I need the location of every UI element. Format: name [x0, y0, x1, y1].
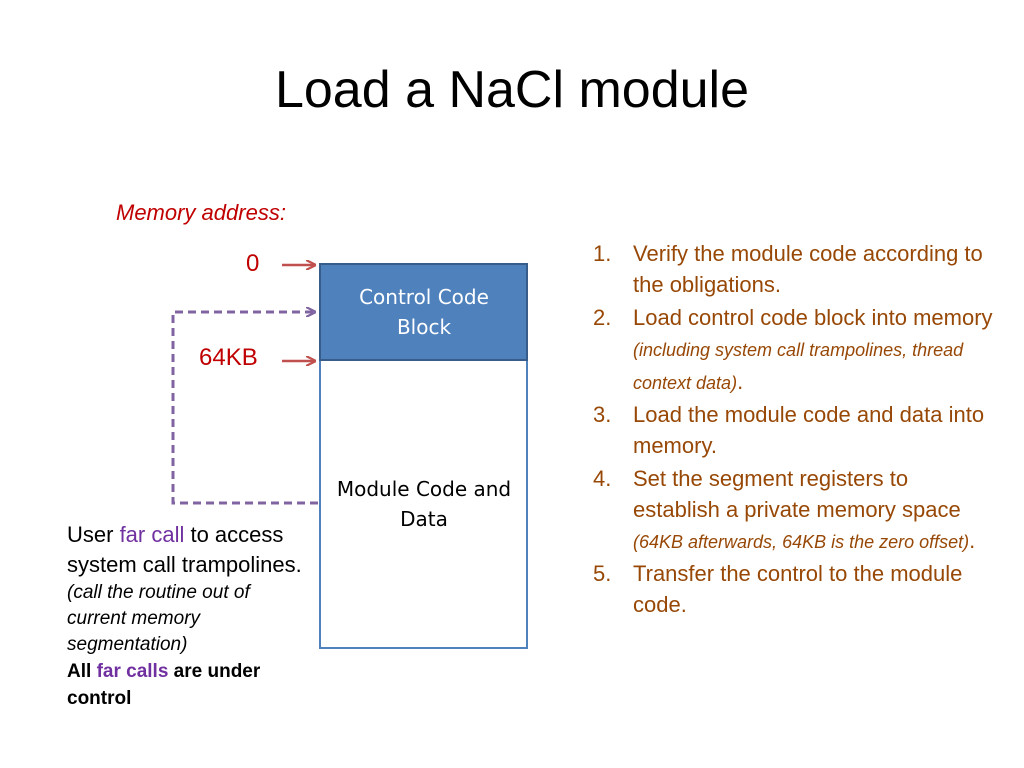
step-item: 4.Set the segment registers to establish… [593, 466, 976, 553]
far-call-term: far call [119, 522, 185, 547]
far-calls-term: far calls [96, 661, 169, 682]
address-64kb-label: 64KB [199, 344, 258, 371]
step-item: 3.Load the module code and data into mem… [593, 402, 985, 458]
control-code-block [319, 263, 528, 361]
step-item: 1.Verify the module code according to th… [593, 241, 983, 297]
step-item: 5.Transfer the control to the module cod… [593, 561, 963, 617]
slide-title: Load a NaCl module [274, 61, 750, 119]
control-code-block-label: Control Code Block [359, 285, 489, 339]
module-code-block-label: Module Code and Data [336, 477, 512, 531]
steps-list: 1.Verify the module code according to th… [593, 238, 993, 622]
address-zero-label: 0 [246, 250, 260, 277]
memory-address-label: Memory address: [116, 200, 286, 225]
step-item: 2.Load control code block into memory (i… [593, 305, 993, 394]
far-call-note: User far call to access system call tram… [67, 522, 302, 709]
far-call-arrow [171, 312, 318, 505]
